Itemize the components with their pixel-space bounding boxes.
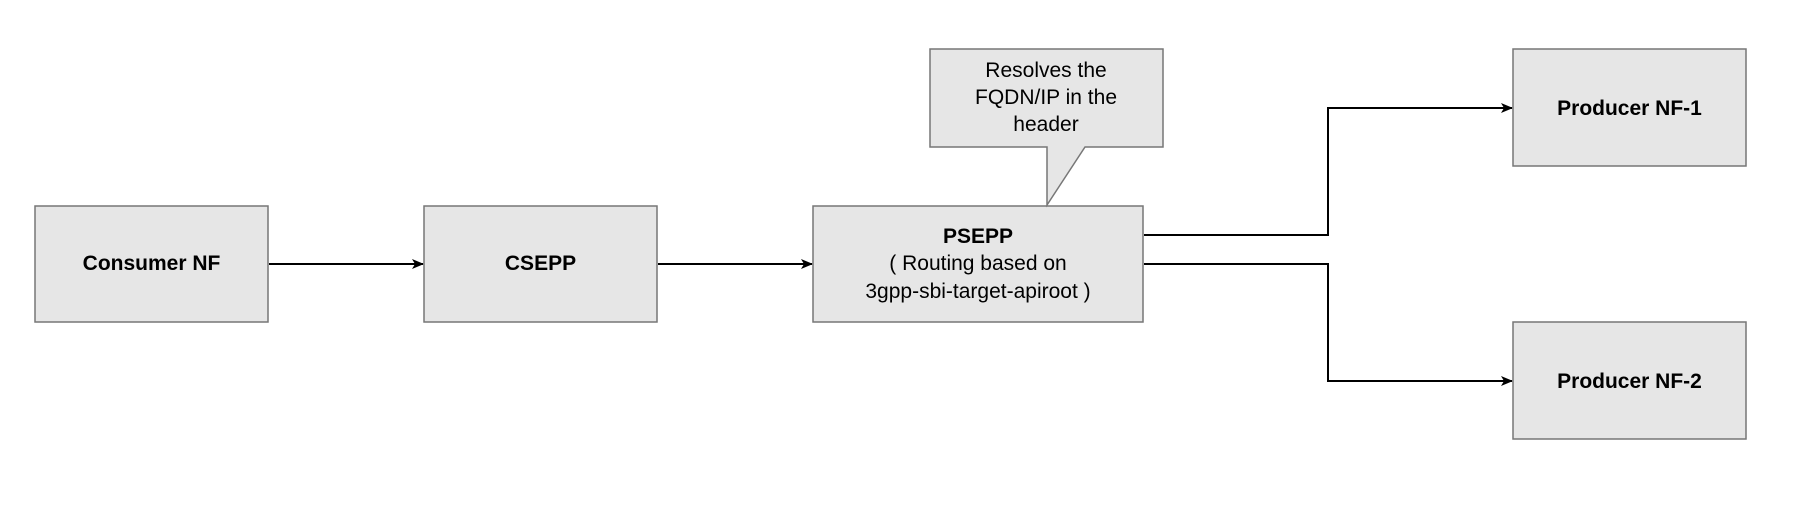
node-consumer-nf-label: Consumer NF — [83, 252, 221, 275]
callout-line-3: header — [1013, 113, 1078, 136]
node-psepp: PSEPP ( Routing based on 3gpp-sbi-target… — [812, 205, 1144, 323]
node-producer-nf-1: Producer NF-1 — [1512, 48, 1747, 167]
node-psepp-title: PSEPP — [943, 225, 1013, 248]
callout-bubble: Resolves the FQDN/IP in the header — [929, 48, 1164, 208]
arrow-psepp-to-producer-nf-1 — [1144, 103, 1513, 236]
node-csepp-label: CSEPP — [505, 252, 576, 275]
node-csepp: CSEPP — [423, 205, 658, 323]
arrow-psepp-to-producer-nf-2 — [1144, 263, 1513, 386]
node-producer-nf-1-label: Producer NF-1 — [1557, 97, 1702, 120]
node-producer-nf-2-label: Producer NF-2 — [1557, 370, 1702, 393]
callout-line-2: FQDN/IP in the — [975, 86, 1117, 109]
node-psepp-detail-line-2: 3gpp-sbi-target-apiroot ) — [865, 280, 1090, 303]
node-psepp-detail-line-1: ( Routing based on — [889, 252, 1066, 275]
callout-line-1: Resolves the — [985, 59, 1106, 82]
node-producer-nf-2: Producer NF-2 — [1512, 321, 1747, 440]
node-consumer-nf: Consumer NF — [34, 205, 269, 323]
